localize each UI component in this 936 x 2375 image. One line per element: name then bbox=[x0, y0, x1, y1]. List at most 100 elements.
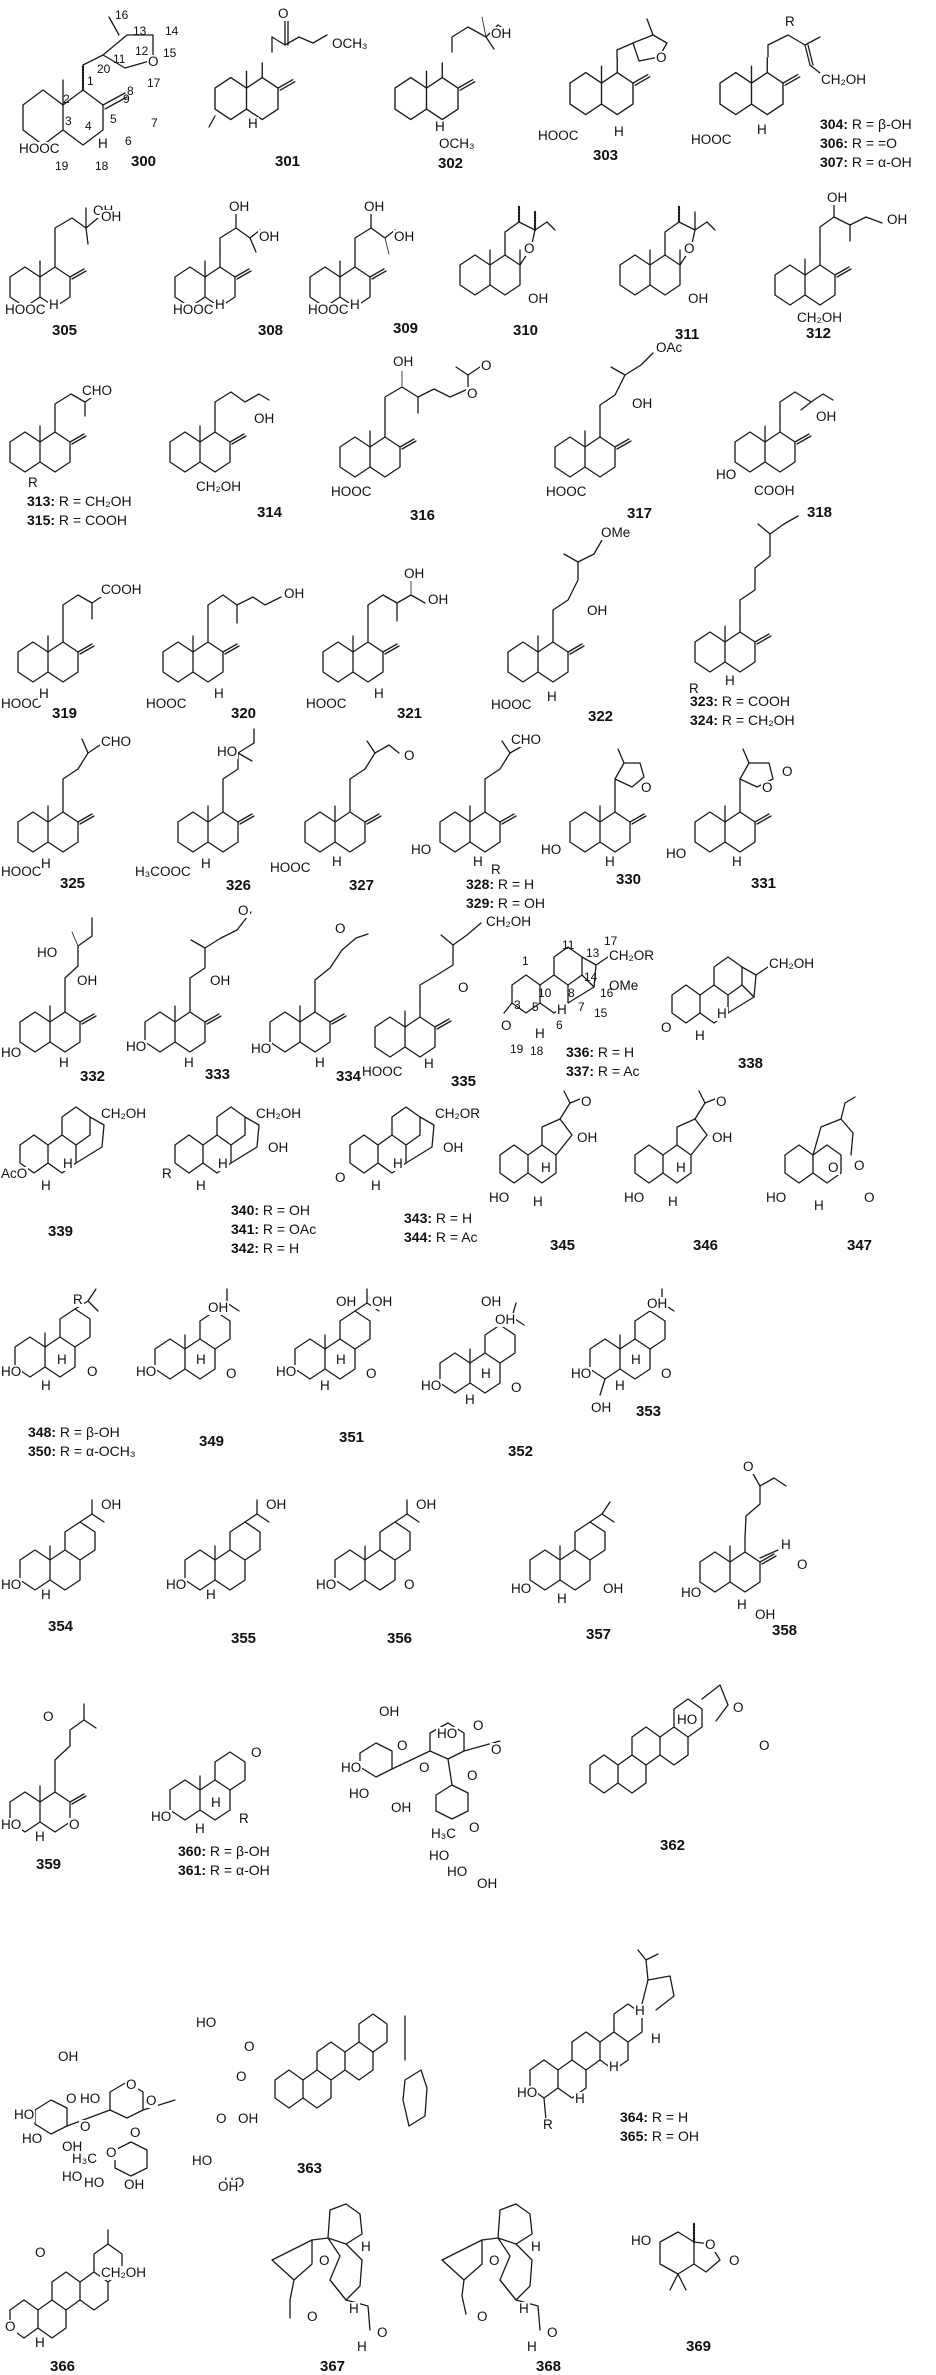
structure-338 bbox=[671, 956, 769, 1024]
lactone-oxygen: O bbox=[318, 2253, 331, 2268]
ring-oxygen: O bbox=[683, 241, 696, 256]
hydroxyl-c3: HO bbox=[275, 1364, 298, 1379]
h5: H bbox=[183, 1055, 195, 1070]
h5: H bbox=[40, 1587, 52, 1602]
structure-336 bbox=[503, 946, 609, 1014]
h9: H bbox=[210, 1795, 222, 1810]
hydroxyl-c3: HO bbox=[488, 1190, 511, 1205]
structure-359 bbox=[9, 1703, 97, 1833]
compound-343-344: CH₂OR OH O H H 343: R = H 344: R = Ac bbox=[330, 1105, 505, 1265]
rha-ring-oxygen: O bbox=[468, 1820, 481, 1835]
structure-318 bbox=[734, 391, 834, 473]
compound-label: 369 bbox=[686, 2338, 712, 2355]
compound-358: O H O HO H OH 358 bbox=[680, 1460, 840, 1645]
aldehyde-oxygen: O bbox=[403, 748, 416, 763]
compound-322: OMe OH HOOC H 322 bbox=[490, 510, 640, 725]
ketone-oxygen: O bbox=[225, 1366, 238, 1381]
hydroxyl-c6: OH bbox=[754, 1607, 777, 1622]
compound-310: O OH 310 bbox=[455, 200, 585, 340]
compound-label: 321 bbox=[397, 705, 423, 722]
glc-oh-2: OH bbox=[61, 2139, 84, 2154]
glc-ring-oxygen: O bbox=[396, 1738, 409, 1753]
h9: H bbox=[335, 1352, 347, 1367]
hydroxyl-c3: HO bbox=[125, 1039, 148, 1054]
compound-357: HO OH H 357 bbox=[510, 1490, 655, 1655]
compound-347: O O O HO H 347 bbox=[765, 1095, 935, 1260]
compound-label: 334 bbox=[336, 1068, 362, 1085]
aldehyde-oxygen: O bbox=[796, 1557, 809, 1572]
ara-ring-oxygen: O bbox=[125, 2077, 138, 2092]
compound-303: O HOOC H 303 bbox=[535, 5, 685, 170]
ketone-oxygen: O bbox=[86, 1364, 99, 1379]
hydroxyl: OH bbox=[265, 1497, 288, 1512]
ara-ring-oxygen: O bbox=[472, 1718, 485, 1733]
methoxy-group: OMe bbox=[608, 978, 640, 993]
hydroxymethyl: CH₂OH bbox=[485, 914, 532, 929]
h5: H bbox=[214, 297, 226, 312]
hydroxyl: OH bbox=[267, 1140, 290, 1155]
h-vinyl: H bbox=[356, 2339, 368, 2354]
h5: H bbox=[756, 122, 768, 137]
hydroxyl-c3: HO bbox=[150, 1809, 173, 1824]
ether-oxygen: O bbox=[546, 2325, 559, 2340]
hydroxyl-2: OH bbox=[494, 1312, 517, 1327]
hydroxyl: OH bbox=[415, 1497, 438, 1512]
h5: H bbox=[370, 1178, 382, 1193]
num-6: 6 bbox=[125, 134, 132, 148]
compound-label: 339 bbox=[48, 1223, 74, 1240]
hydroxyl-2: OH bbox=[393, 229, 416, 244]
num-14: 14 bbox=[584, 970, 598, 984]
structure-323 bbox=[694, 515, 799, 673]
num-19: 19 bbox=[55, 159, 69, 173]
compound-316: OH O O HOOC 316 bbox=[320, 355, 500, 530]
num-13: 13 bbox=[133, 24, 147, 38]
ether-oxygen: O bbox=[237, 903, 250, 918]
h5: H bbox=[314, 1055, 326, 1070]
hydroxyl-c3: HO bbox=[516, 2085, 539, 2100]
hydroxyl-2: OH bbox=[258, 229, 281, 244]
ketone-oxygen: O bbox=[306, 2309, 319, 2324]
compound-309: OH OH HOOC H 309 bbox=[305, 200, 430, 340]
compound-label: 363 bbox=[297, 2160, 323, 2177]
ring-oxygen: O bbox=[523, 241, 536, 256]
compound-label: 320 bbox=[231, 705, 257, 722]
h5: H bbox=[423, 1056, 435, 1071]
num-3: 3 bbox=[514, 998, 521, 1012]
ketone-oxygen: O bbox=[660, 1366, 673, 1381]
hooc-group: HOOC bbox=[361, 1064, 404, 1079]
structure-335 bbox=[374, 922, 482, 1058]
compound-333: OH O HO H 333 bbox=[125, 890, 255, 1085]
ketone-oxygen-c11: O bbox=[34, 2245, 47, 2260]
hydroxyl: HO bbox=[216, 744, 239, 759]
h-bridgehead: H bbox=[360, 2239, 372, 2254]
num-17: 17 bbox=[604, 934, 618, 948]
ester-oxygen: O bbox=[466, 386, 479, 401]
hooc-group: HOOC bbox=[330, 484, 373, 499]
r-group-definitions: 343: R = H 344: R = Ac bbox=[404, 1210, 478, 1245]
h5: H bbox=[349, 297, 361, 312]
hydroxymethyl: CH₂OH bbox=[100, 1106, 147, 1121]
structure-308 bbox=[174, 211, 261, 308]
rha-oh-3: HO bbox=[83, 2175, 106, 2190]
hydroxymethyl: CH₂OH bbox=[195, 479, 242, 494]
structure-322 bbox=[507, 539, 603, 683]
structure-357 bbox=[529, 1501, 615, 1591]
rha-link-oxygen: O bbox=[466, 1768, 479, 1783]
lactone-oxygen: O bbox=[732, 1700, 745, 1715]
aldehyde: CHO bbox=[81, 383, 113, 398]
ketone-oxygen: O bbox=[715, 1094, 728, 1109]
ether-oxygen: O bbox=[376, 2325, 389, 2340]
h5: H bbox=[546, 689, 558, 704]
h5: H bbox=[195, 1178, 207, 1193]
num-20: 20 bbox=[97, 62, 111, 76]
ether-oxygen: O bbox=[147, 54, 160, 69]
lactone-carbonyl: O bbox=[728, 2253, 741, 2268]
h13: H bbox=[634, 2003, 646, 2018]
compound-352: OH OH HO O H H 352 bbox=[420, 1295, 560, 1470]
compound-label: 303 bbox=[593, 147, 619, 164]
structure-345 bbox=[499, 1090, 581, 1184]
h5: H bbox=[40, 1378, 52, 1393]
compound-label: 368 bbox=[536, 2358, 562, 2375]
structure-325 bbox=[17, 738, 101, 853]
num-11: 11 bbox=[562, 938, 575, 952]
